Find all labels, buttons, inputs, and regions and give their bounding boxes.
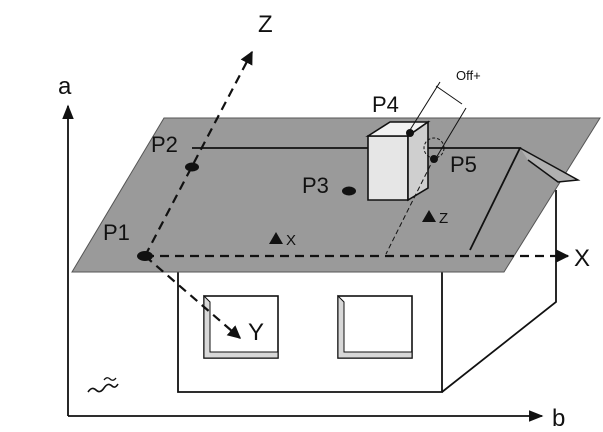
label-axis-b: b xyxy=(552,405,565,432)
label-axis-y: Y xyxy=(248,319,264,346)
marker-x-label: X xyxy=(286,232,296,249)
base-axes xyxy=(62,104,544,422)
window-left-shade xyxy=(203,294,279,359)
squiggle-symbol-2 xyxy=(103,377,117,381)
marker-x-triangle xyxy=(269,232,283,244)
label-axis-x: X xyxy=(574,245,590,272)
point-p4-dot xyxy=(406,129,414,137)
offset-label: Off+ xyxy=(456,68,481,83)
label-axis-z: Z xyxy=(258,11,273,38)
house-front-wall xyxy=(177,256,443,393)
marker-z-triangle xyxy=(422,210,436,222)
window-right xyxy=(337,295,413,359)
label-p2: P2 xyxy=(151,132,178,157)
point-p3-dot xyxy=(342,186,356,196)
window-left xyxy=(203,295,279,359)
house-side-wall xyxy=(441,190,557,393)
chimney-front xyxy=(367,135,409,201)
squiggle-symbol xyxy=(87,383,119,393)
offset-ext-line-1 xyxy=(409,81,441,131)
point-p1-dot xyxy=(137,251,153,261)
label-p4: P4 xyxy=(372,92,399,117)
grey-plane xyxy=(71,117,601,273)
label-p1: P1 xyxy=(103,220,130,245)
roof-outline xyxy=(192,147,581,251)
label-axis-a: a xyxy=(58,73,72,100)
window-right-shade xyxy=(337,294,413,359)
point-p5-dot xyxy=(430,155,438,163)
roof-gable xyxy=(519,147,581,183)
axis-y-line xyxy=(144,255,241,339)
offset-dimension: Off+ xyxy=(385,68,481,255)
house xyxy=(177,190,557,393)
marker-z-label: Z xyxy=(439,210,448,227)
offset-dim-line xyxy=(435,85,463,105)
axis-z-line xyxy=(144,50,253,257)
label-p5: P5 xyxy=(450,152,477,177)
label-p3: P3 xyxy=(302,173,329,198)
p5-projection-line xyxy=(385,157,435,255)
offset-ext-line-2 xyxy=(435,107,467,159)
point-p2-dot xyxy=(185,162,199,172)
